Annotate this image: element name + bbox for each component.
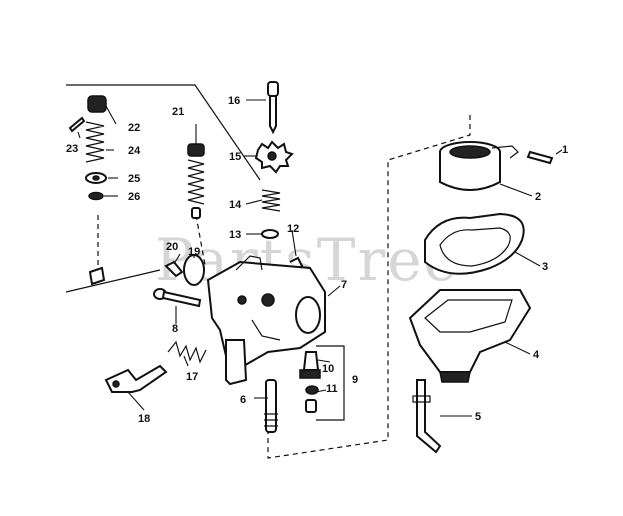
callout-23: 23 [66, 143, 78, 155]
callout-6: 6 [240, 394, 246, 406]
part-6-main-jet-tube[interactable] [264, 379, 278, 433]
part-16-screw[interactable] [267, 81, 279, 135]
part-1-pin[interactable] [526, 150, 554, 165]
part-18-throttle-lever[interactable] [104, 364, 168, 393]
part-14-spring[interactable] [261, 189, 281, 212]
part-15-adjuster-gear[interactable] [254, 140, 294, 174]
callout-25: 25 [128, 173, 140, 185]
part-10-nozzle[interactable] [299, 351, 321, 379]
part-13-washer[interactable] [261, 229, 279, 239]
callout-17: 17 [186, 371, 198, 383]
part-17-spring[interactable] [167, 340, 207, 364]
part-26-washer[interactable] [88, 191, 104, 201]
callout-labels: 1 2 3 4 5 6 7 8 9 10 11 12 13 14 15 16 1… [66, 95, 568, 425]
part-25-washer[interactable] [85, 172, 107, 184]
callout-16: 16 [228, 95, 240, 107]
callout-9: 9 [352, 374, 358, 386]
part-3-gasket[interactable] [424, 212, 525, 275]
part-8-shaft-pin[interactable] [153, 288, 202, 308]
part-20-screw[interactable] [164, 260, 184, 278]
leader-lines [77, 99, 563, 417]
callout-19: 19 [188, 246, 200, 258]
callout-12: 12 [287, 223, 299, 235]
callout-8: 8 [172, 323, 178, 335]
part-19-throttle-plate[interactable] [183, 254, 205, 286]
part-22-cap[interactable] [87, 95, 107, 113]
callout-26: 26 [128, 191, 140, 203]
callout-4: 4 [533, 349, 540, 361]
callout-1: 1 [562, 144, 568, 156]
part-11-jet[interactable] [305, 385, 319, 413]
callout-2: 2 [535, 191, 541, 203]
callout-13: 13 [229, 229, 241, 241]
callout-5: 5 [475, 411, 481, 423]
callout-15: 15 [229, 151, 241, 163]
assembly-guide-lines [65, 84, 471, 459]
part-21-needle-valve[interactable] [187, 143, 205, 219]
part-7-carburetor-body[interactable] [206, 255, 326, 386]
callout-20: 20 [166, 241, 178, 253]
part-2-float[interactable] [439, 141, 519, 191]
part-5-tube[interactable] [412, 379, 442, 454]
callout-21: 21 [172, 106, 184, 118]
part-9-bracket [316, 345, 345, 421]
callout-3: 3 [542, 261, 548, 273]
callout-14: 14 [229, 199, 242, 211]
callout-24: 24 [128, 145, 141, 157]
callout-11: 11 [326, 383, 338, 395]
part-4-float-bowl[interactable] [408, 289, 532, 383]
callout-7: 7 [341, 279, 347, 291]
callout-10: 10 [322, 363, 334, 375]
retainer-part[interactable] [88, 266, 106, 286]
callout-22: 22 [128, 122, 140, 134]
part-24-spring[interactable] [85, 121, 105, 163]
part-23-pin[interactable] [68, 116, 86, 133]
callout-18: 18 [138, 413, 150, 425]
